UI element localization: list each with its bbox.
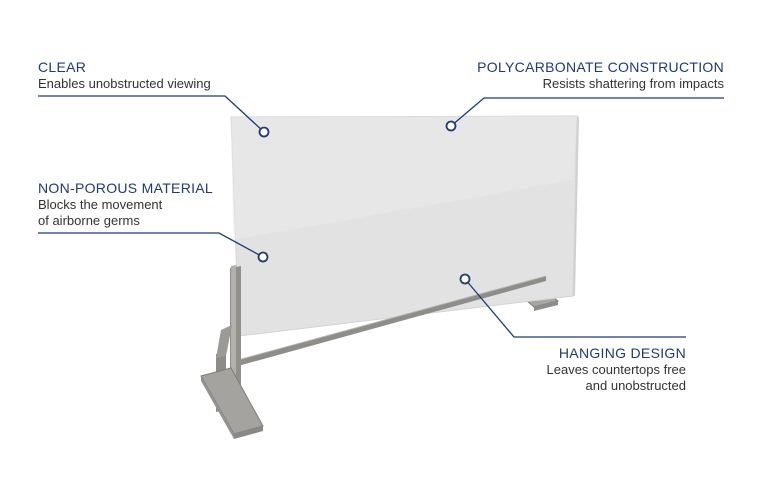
callout-title: NON-POROUS MATERIAL — [38, 180, 214, 196]
callout-description: Enables unobstructed viewing — [38, 76, 211, 91]
callout-polycarbonate: POLYCARBONATE CONSTRUCTION Resists shatt… — [477, 59, 724, 92]
callout-description: Blocks the movement of airborne germs — [38, 197, 163, 228]
marker-dot-clear — [258, 126, 270, 138]
callout-title: POLYCARBONATE CONSTRUCTION — [477, 59, 724, 75]
panel-sheen — [231, 116, 577, 240]
callout-nonporous: NON-POROUS MATERIAL Blocks the movement … — [38, 180, 213, 229]
callout-description: Resists shattering from impacts — [542, 76, 724, 91]
left-foot — [200, 367, 264, 439]
marker-dot-hanging — [459, 273, 471, 285]
callout-hanging: HANGING DESIGN Leaves countertops free a… — [547, 345, 686, 394]
leader-line-nonporous — [38, 232, 264, 258]
leader-line-polycarbonate — [450, 97, 724, 127]
marker-dot-nonporous — [257, 251, 269, 263]
marker-dot-polycarbonate — [445, 120, 457, 132]
callout-clear: CLEAR Enables unobstructed viewing — [38, 59, 211, 92]
leader-line-hanging — [464, 278, 686, 338]
callout-description: Leaves countertops free and unobstructed — [546, 362, 686, 393]
leader-line-clear — [38, 95, 265, 133]
callout-title: HANGING DESIGN — [558, 345, 686, 361]
callout-title: CLEAR — [38, 59, 87, 75]
bottom-rail — [237, 275, 547, 366]
